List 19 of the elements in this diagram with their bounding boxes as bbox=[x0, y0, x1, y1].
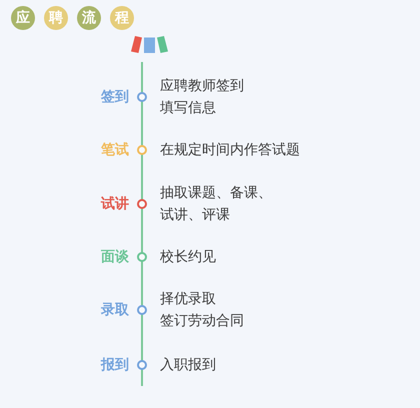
title: 应聘流程 bbox=[11, 6, 134, 30]
step-description: 择优录取签订劳动合同 bbox=[160, 290, 244, 331]
step-label: 报到 bbox=[101, 356, 129, 375]
step-label: 笔试 bbox=[101, 141, 129, 160]
step-description: 应聘教师签到填写信息 bbox=[160, 77, 244, 118]
timeline-dot bbox=[137, 360, 147, 370]
timeline-dot bbox=[137, 145, 147, 155]
step-label: 签到 bbox=[101, 88, 129, 107]
timeline-dot bbox=[137, 199, 147, 209]
timeline-dot bbox=[137, 92, 147, 102]
timeline-dot bbox=[137, 305, 147, 315]
step-description: 在规定时间内作答试题 bbox=[160, 141, 300, 160]
step-description: 抽取课题、备课、试讲、评课 bbox=[160, 184, 272, 225]
timeline-dot bbox=[137, 252, 147, 262]
step-label: 试讲 bbox=[101, 195, 129, 214]
step-label: 录取 bbox=[101, 301, 129, 320]
step-description: 校长约见 bbox=[160, 248, 216, 267]
step-label: 面谈 bbox=[101, 248, 129, 267]
step-description: 入职报到 bbox=[160, 356, 216, 375]
